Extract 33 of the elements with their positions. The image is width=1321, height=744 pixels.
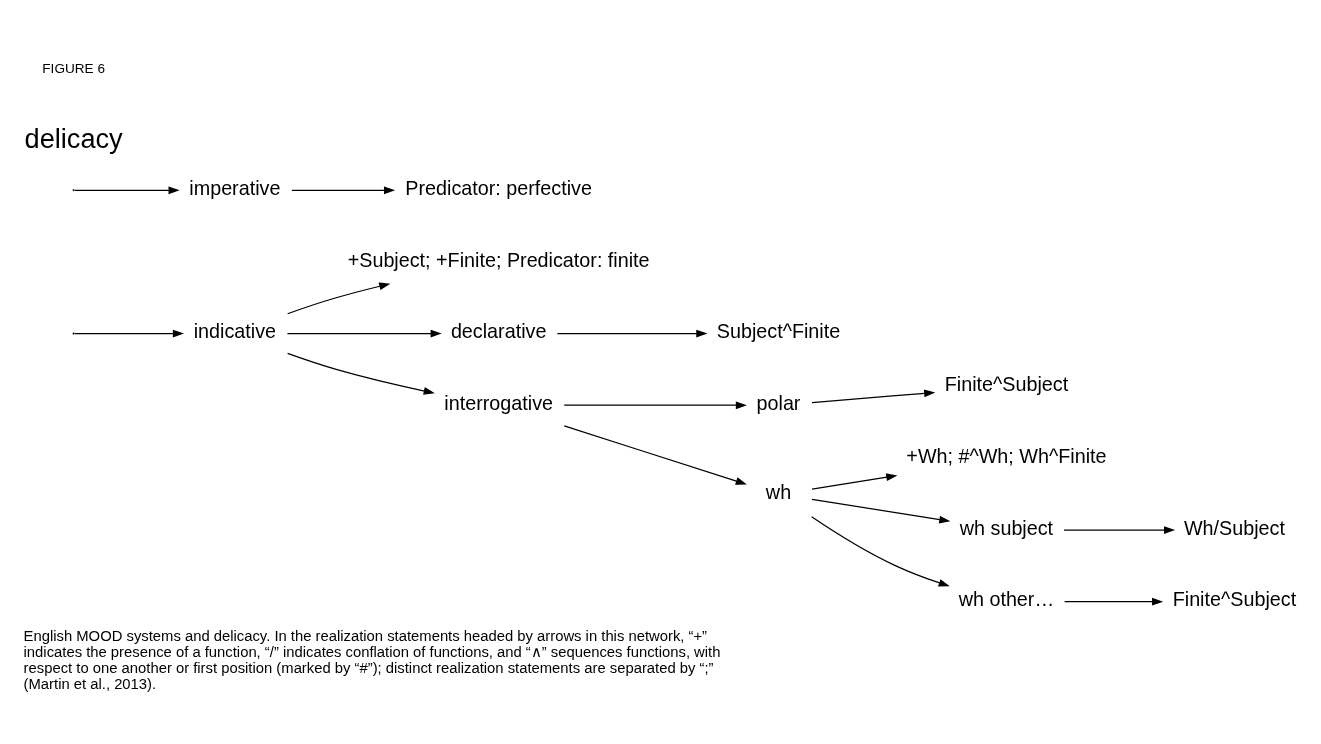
arrow [74,329,184,337]
node-text: wh other… [958,587,1055,610]
label: FIGURE 6 [42,60,105,76]
arrow [1063,597,1164,606]
arrow [811,472,898,490]
arrow [811,515,950,587]
node-text: indicative [193,319,277,342]
arrow [556,329,708,337]
node-text: +Subject; +Finite; Predicator: finite [347,248,650,271]
arrow [811,388,936,403]
node-text: polar [756,391,801,414]
node-text: Wh/Subject [1183,516,1285,539]
node-text: Finite^Subject [944,372,1069,395]
node-text: wh [765,480,792,503]
arrow [1063,525,1176,534]
node-text: Finite^Subject [1172,587,1297,610]
node-text: declarative [450,319,547,342]
arrow [287,282,391,314]
node-text: +Wh; #^Wh; Wh^Finite [906,444,1107,467]
arrow [563,424,747,485]
node-text: interrogative [444,391,553,414]
arrow [563,400,747,409]
node-text: Subject^Finite [716,319,841,342]
node-text: Predicator: perfective [405,176,592,199]
arrow [286,329,442,337]
arrow [291,185,396,194]
node-text: imperative [189,176,281,199]
caption: English MOOD systems and delicacy. In the realization statements headed by arrows in this network, “+” indicates the presence of a function, “/” indicates conflation of functions, and “∧” sequences functions, with respect to one another or first position (marked by “#”); distinct realization statements are separated by “;” (Martin et al., 2013). [23,627,721,692]
node-text: wh subject [959,516,1054,539]
arrow [74,185,180,194]
label: delicacy [24,122,123,154]
arrow [287,352,435,395]
arrow [811,498,951,523]
